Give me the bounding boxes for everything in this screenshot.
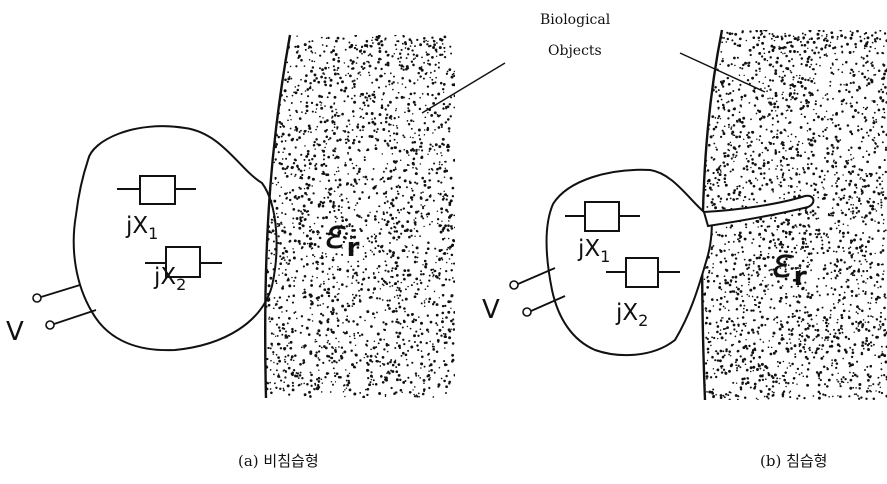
impedance-element-1-b <box>565 201 640 232</box>
permittivity-label-b: εr <box>772 241 807 292</box>
source-terminals-a <box>32 284 97 330</box>
tissue-boundary-a <box>263 34 292 399</box>
element-1-label-a: jX1 <box>125 213 158 243</box>
tissue-boundary-b <box>700 29 724 401</box>
panel-a: jX1 jX2 V εr (a) 비침습형 <box>6 34 455 470</box>
annotation-line-2: Objects <box>548 43 602 59</box>
impedance-element-1-a <box>117 175 196 205</box>
element-2-label-a: jX2 <box>153 264 186 294</box>
caption-b: (b) 침습형 <box>760 452 827 470</box>
source-terminals-b <box>509 267 566 317</box>
sensor-blob-b <box>545 168 714 357</box>
tissue-dots-a <box>265 35 455 398</box>
caption-a: (a) 비침습형 <box>238 452 319 470</box>
tissue-region-a <box>265 35 455 398</box>
permittivity-label-a: εr <box>325 212 360 263</box>
leader-line-a <box>421 62 506 114</box>
sensor-blob-a <box>72 125 278 352</box>
voltage-label-b: V <box>482 295 500 325</box>
impedance-element-2-a <box>145 246 222 278</box>
element-1-label-b: jX1 <box>577 236 610 266</box>
annotation-line-1: Biological <box>540 12 611 28</box>
invasive-probe-b <box>702 194 815 228</box>
panel-b: jX1 jX2 V εr (b) 침습형 <box>482 29 887 470</box>
voltage-label-a: V <box>6 317 24 347</box>
element-2-label-b: jX2 <box>615 300 648 330</box>
impedance-element-2-b <box>606 257 680 288</box>
leader-line-b <box>679 52 766 93</box>
biological-objects-annotation: Biological Objects <box>421 12 766 114</box>
